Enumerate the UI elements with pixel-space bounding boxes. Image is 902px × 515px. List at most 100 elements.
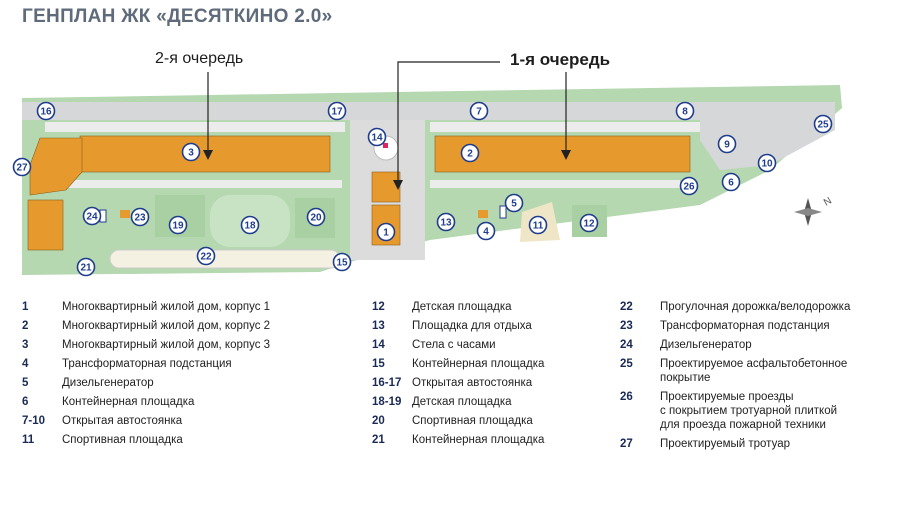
- legend-number: 16-17: [372, 377, 402, 389]
- map-marker-9: 9: [717, 134, 737, 154]
- map-marker-20: 20: [306, 207, 326, 227]
- svg-text:25: 25: [817, 120, 829, 131]
- queue1-arrow-left: [393, 180, 403, 190]
- map-marker-1: 1: [376, 222, 396, 242]
- svg-text:N: N: [822, 195, 834, 208]
- map-marker-25: 25: [813, 114, 833, 134]
- svg-text:16: 16: [40, 107, 52, 118]
- svg-text:26: 26: [683, 182, 695, 193]
- svg-text:14: 14: [371, 133, 383, 144]
- legend-text: Трансформаторная подстанция: [660, 320, 830, 332]
- compass-icon: N: [794, 195, 834, 226]
- walk-path-22: [109, 249, 341, 269]
- svg-text:12: 12: [583, 219, 595, 230]
- svg-text:3: 3: [188, 148, 194, 159]
- legend-number: 13: [372, 320, 385, 332]
- map-marker-18: 18: [240, 215, 260, 235]
- legend-text: Дизельгенератор: [62, 377, 154, 389]
- legend-number: 21: [372, 434, 385, 446]
- map-marker-19: 19: [168, 215, 188, 235]
- map-marker-8: 8: [675, 101, 695, 121]
- map-marker-27: 27: [12, 157, 32, 177]
- svg-text:20: 20: [310, 213, 322, 224]
- inner-road-right: [430, 122, 700, 132]
- diesel-generator-5: [499, 205, 507, 219]
- svg-text:2: 2: [467, 149, 473, 160]
- legend-text: Спортивная площадка: [412, 415, 533, 427]
- legend-text: Трансформаторная подстанция: [62, 358, 232, 370]
- legend-number: 23: [620, 320, 633, 332]
- legend-text: Детская площадка: [412, 396, 512, 408]
- legend-item: 16-17 Открытая автостоянка: [372, 376, 612, 390]
- legend-text: Контейнерная площадка: [412, 434, 545, 446]
- legend-item: 26 Проектируемые проезды с покрытием трот…: [620, 390, 890, 432]
- legend-number: 2: [22, 320, 29, 332]
- legend-item: 3 Многоквартирный жилой дом, корпус 3: [22, 338, 342, 352]
- legend-number: 5: [22, 377, 29, 389]
- legend-item: 25 Проектируемое асфальтобетонное покрыти…: [620, 357, 890, 385]
- legend-text: Открытая автостоянка: [412, 377, 533, 389]
- map-marker-22: 22: [196, 246, 216, 266]
- svg-text:7: 7: [476, 107, 482, 118]
- legend-item: 21 Контейнерная площадка: [372, 433, 612, 447]
- legend-number: 15: [372, 358, 385, 370]
- queue1-arrow-right: [561, 150, 571, 160]
- legend-text: Контейнерная площадка: [62, 396, 195, 408]
- legend-text: Многоквартирный жилой дом, корпус 3: [62, 339, 271, 351]
- map-marker-17: 17: [327, 101, 347, 121]
- legend-number: 18-19: [372, 396, 402, 408]
- svg-text:11: 11: [533, 221, 544, 232]
- legend-item: 27 Проектируемый тротуар: [620, 437, 890, 451]
- legend-text: Детская площадка: [412, 301, 512, 313]
- legend-item: 23 Трансформаторная подстанция: [620, 319, 890, 333]
- legend-number: 1: [22, 301, 29, 313]
- legend-number: 27: [620, 438, 633, 450]
- map-marker-23: 23: [130, 207, 150, 227]
- map-marker-4: 4: [476, 221, 496, 241]
- svg-text:1: 1: [383, 228, 389, 239]
- parking-area-right: [700, 102, 835, 170]
- legend-item: 5 Дизельгенератор: [22, 376, 342, 390]
- svg-text:13: 13: [440, 218, 452, 229]
- transformer-23: [120, 210, 130, 218]
- transformer-4: [478, 210, 488, 218]
- legend-text: Проектируемый тротуар: [660, 438, 790, 450]
- legend-number: 25: [620, 358, 633, 370]
- legend-text: Открытая автостоянка: [62, 415, 183, 427]
- legend-text: Контейнерная площадка: [412, 358, 545, 370]
- map-marker-14: 14: [367, 127, 387, 147]
- map-marker-24: 24: [82, 206, 102, 226]
- legend-text: Проектируемое асфальтобетонное покрытие: [660, 358, 848, 384]
- queue2-arrow: [203, 150, 213, 160]
- map-marker-10: 10: [757, 153, 777, 173]
- svg-text:10: 10: [761, 159, 773, 170]
- legend-number: 26: [620, 391, 633, 403]
- legend-number: 3: [22, 339, 29, 351]
- svg-text:5: 5: [511, 199, 517, 210]
- stela-marker: [383, 143, 388, 148]
- parking-strip-top: [22, 102, 722, 120]
- legend-item: 15 Контейнерная площадка: [372, 357, 612, 371]
- queue-label-first: 1-я очередь: [510, 50, 611, 69]
- map-marker-21: 21: [76, 257, 96, 277]
- map-marker-11: 11: [528, 215, 548, 235]
- queue1-pointer-left: [397, 61, 500, 185]
- legend-text: Площадка для отдыха: [412, 320, 532, 332]
- map-marker-16: 16: [36, 101, 56, 121]
- legend-text: Проектируемые проезды с покрытием тротуа…: [660, 391, 838, 431]
- legend-item: 13 Площадка для отдыха: [372, 319, 612, 333]
- legend-text: Прогулочная дорожка/велодорожка: [660, 301, 851, 313]
- map-marker-15: 15: [332, 252, 352, 272]
- map-marker-2: 2: [460, 143, 480, 163]
- legend-text: Стела с часами: [412, 339, 496, 351]
